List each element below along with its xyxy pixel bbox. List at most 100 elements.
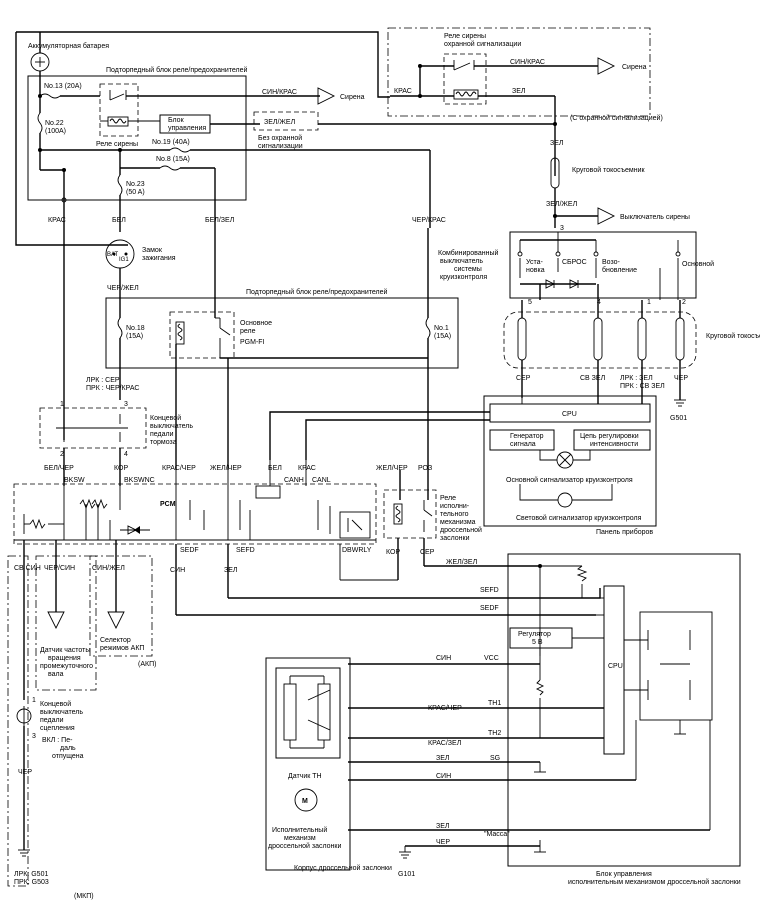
wire-sv-sin: СВ СИН [14,565,41,572]
h-bridge [639,611,713,721]
clutch-on-2: даль [60,745,76,752]
dimmer-label: Цепь регулировки [580,433,639,440]
cruise-switch-title-3: системы [454,266,482,273]
instrument-panel [483,395,657,527]
wire-bel: БЕЛ [112,217,126,224]
shaft-sensor [47,611,65,630]
pcm-wire-zhel-cher: ЖЕЛ/ЧЕР [210,465,242,472]
alarm-wire-sin-kras: СИН/КРАС [510,59,545,66]
wire-zel-sg: ЗЕЛ [436,755,450,762]
brake-pin-4: 4 [124,451,128,458]
actuator-relay-label-4: механизма [440,519,476,526]
alarm-siren-symbol [597,57,616,75]
clutch-label: Концевой [40,700,71,708]
pin-sg: SG [490,755,500,762]
wire-cher-ground: ЧЕР [436,839,450,846]
cruise-switch-box [509,231,697,299]
no-alarm-label: Без охранной [258,134,302,142]
clock-spring-top-label: Круговой токосъемник [572,166,645,174]
wire-bel-zel: БЕЛ/ЗЕЛ [205,217,235,224]
shaft-sensor-label-4: вала [48,671,64,678]
wire-sin-pcm: СИН [170,567,185,574]
alarm-wire-zel: ЗЕЛ [512,88,526,95]
wire-ser: СЕР [516,375,531,382]
brake-pin-2: 2 [60,451,64,458]
wire-sin-zhel: СИН/ЖЕЛ [92,565,125,572]
relay-block-top [27,75,247,201]
horn-switch-label: Выключатель сирены [620,214,690,221]
pcm-wire-kras-cher: КРАС/ЧЕР [162,465,196,472]
main-relay-label: Основное [240,320,272,327]
pcm-pin-canl: CANL [312,477,331,484]
clock-spring-label: Круговой токосъемник [706,332,760,340]
pcm-wire-kras: КРАС [298,465,316,472]
cruise-light-label: Световой сигнализатор круизконтроля [516,514,642,522]
wire-kor-relay: КОР [386,549,400,556]
fuse-13 [39,93,61,99]
pcm-wire-bel: БЕЛ [268,465,282,472]
horn-switch-symbol [597,207,616,225]
ignition-bat: BAT [107,252,119,258]
signal-gen-label-2: сигнала [510,441,536,448]
selector-box [89,555,153,657]
siren-relay [99,83,139,137]
pcm-dbwrly: DBWRLY [342,547,372,554]
wire-cher-sin: ЧЕР/СИН [44,565,75,572]
pcm-wire-zhel-cher-2: ЖЕЛ/ЧЕР [376,465,408,472]
throttle-body-label: Корпус дроссельной заслонки [294,864,392,872]
wire-sin-motor: СИН [436,773,451,780]
fuse-22 [37,112,43,134]
cruise-pin-1: 1 [647,299,651,306]
alarm-relay-title-2: охранной сигнализации [444,40,521,48]
selector [107,611,125,630]
actuator-relay-label-6: заслонки [440,535,470,542]
wire-sedf: SEDF [480,605,499,612]
wire-ser-relay: СЕР [420,549,435,556]
clutch-label-4: сцепления [40,725,75,732]
wire-cher-zhel: ЧЕР/ЖЕЛ [107,285,139,292]
fuse-18-amp: (15A) [126,333,143,340]
ignition-label: Замок [142,247,163,254]
massa-label: "Масса" [484,831,510,838]
actuator-relay-label-2: исполни- [440,503,470,510]
cruise-pin-3: 3 [560,225,564,232]
ground-prk: ПРК: G503 [14,879,49,886]
wire-kras-left: КРАС [48,217,66,224]
cruise-light-indicator [557,492,573,508]
siren-symbol [317,87,336,105]
cruise-pin-5: 5 [528,299,532,306]
shaft-sensor-box [35,555,97,691]
wire-zel-zhel-2: ЗЕЛ/ЖЕЛ [546,201,578,208]
actuator-relay-label: Реле [440,495,456,502]
fuse-19 [169,147,191,153]
fuse-23 [117,174,123,196]
motor-label: M [302,798,308,805]
battery-wire-top [40,31,390,98]
cruise-switch-title-2: выключатель [440,258,483,265]
wire-cher: ЧЕР [674,375,688,382]
wire-sin-vcc: СИН [436,655,451,662]
regulator-label-2: 5 В [532,639,543,646]
clock-spring [503,311,697,369]
alarm-siren-relay-box [387,27,651,117]
actuator-label-3: дроссельной заслонки [268,842,341,850]
throttle-body [265,657,351,871]
relay-block-mid-title: Подторпедный блок реле/предохранителей [246,288,388,296]
pcm-sedf: SEDF [180,547,199,554]
wire-sefd: SEFD [480,587,499,594]
signal-generator [489,429,555,451]
pcm-wire-kor: КОР [114,465,128,472]
battery-label: Аккумуляторная батарея [28,42,109,50]
pin-vcc: VCC [484,655,499,662]
brake-label-2: выключатель [150,423,193,430]
fuse-8 [159,165,181,171]
no-alarm-box [253,111,319,131]
wire-kras-zel: КРАС/ЗЕЛ [428,740,462,747]
signal-gen-label: Генератор [510,433,544,440]
wire-zel-center: ЗЕЛ [550,140,564,147]
wire-sv-zel: СВ ЗЕЛ [580,375,606,382]
shaft-sensor-label: Датчик частоты [40,647,90,654]
cruise-pin-4: 4 [597,299,601,306]
shaft-sensor-label-2: вращения [48,655,81,662]
